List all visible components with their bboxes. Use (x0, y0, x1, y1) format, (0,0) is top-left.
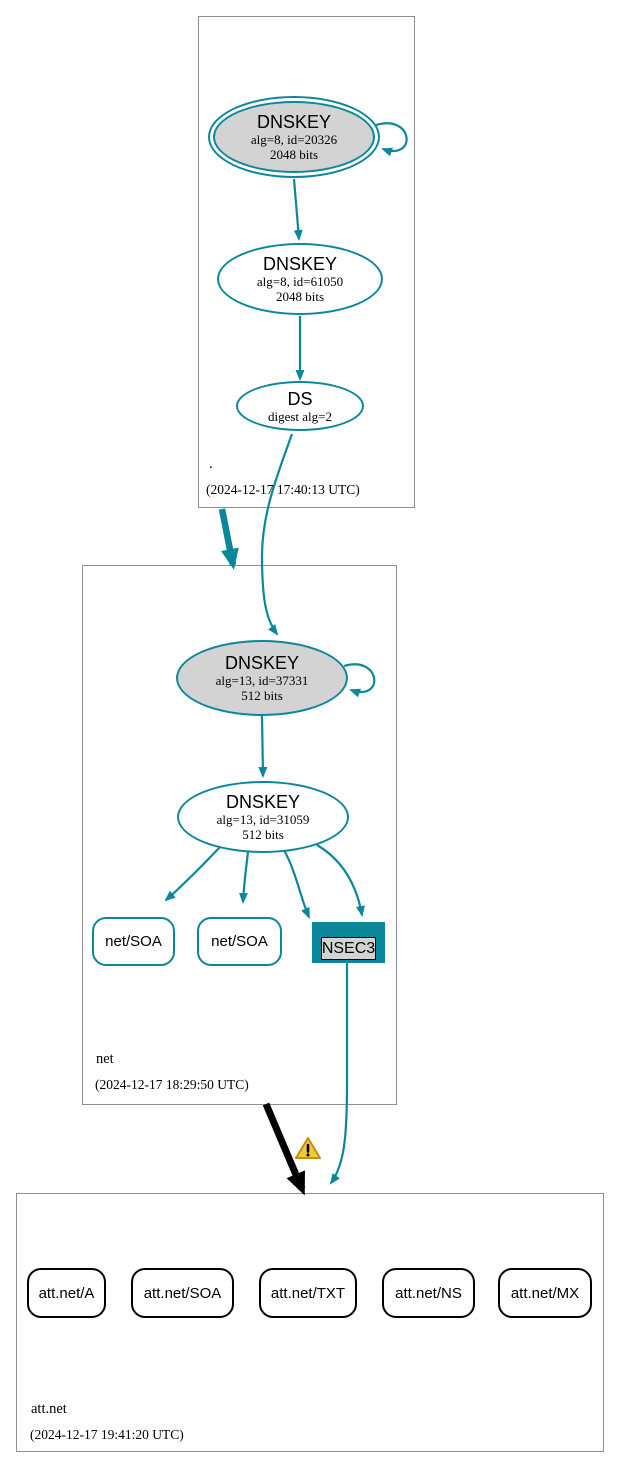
attnet-a-label: att.net/A (38, 1284, 95, 1302)
attnet-ns-node[interactable]: att.net/NS (382, 1268, 475, 1318)
attnet-mx-label: att.net/MX (510, 1284, 580, 1302)
dnskey-20326-size: 2048 bits (269, 147, 319, 162)
nsec3-node[interactable]: NSEC3 (312, 922, 385, 963)
dnskey-61050-size: 2048 bits (275, 289, 325, 304)
attnet-soa-label: att.net/SOA (143, 1284, 222, 1302)
root-zone-label: . (209, 456, 213, 472)
nsec3-label: NSEC3 (321, 939, 376, 957)
nsec3-label-cell: NSEC3 (320, 937, 377, 960)
dnskey-37331-size: 512 bits (241, 688, 283, 703)
net-soa-node-left[interactable]: net/SOA (92, 917, 175, 966)
net-zone-label: net (96, 1051, 114, 1067)
dnskey-37331-node[interactable]: DNSKEY alg=13, id=37331 512 bits (176, 640, 348, 716)
dnskey-37331-detail: alg=13, id=37331 (215, 673, 309, 688)
net-soa-node-right[interactable]: net/SOA (197, 917, 282, 966)
attnet-zone-timestamp: (2024-12-17 19:41:20 UTC) (30, 1427, 184, 1442)
attnet-txt-label: att.net/TXT (270, 1284, 346, 1302)
dnskey-31059-type: DNSKEY (225, 792, 301, 812)
dnskey-20326-detail: alg=8, id=20326 (250, 132, 338, 147)
dnskey-37331-type: DNSKEY (224, 653, 300, 673)
net-soa-right-label: net/SOA (211, 933, 268, 950)
ds-detail: digest alg=2 (267, 408, 333, 424)
dnskey-31059-size: 512 bits (242, 827, 284, 842)
root-zone-timestamp: (2024-12-17 17:40:13 UTC) (206, 482, 360, 497)
dnskey-61050-detail: alg=8, id=61050 (256, 274, 344, 289)
dnskey-61050-node[interactable]: DNSKEY alg=8, id=61050 2048 bits (217, 243, 383, 315)
dnskey-31059-detail: alg=13, id=31059 (216, 812, 310, 827)
warning-icon (295, 1137, 321, 1159)
attnet-zone-label: att.net (31, 1401, 67, 1417)
attnet-mx-node[interactable]: att.net/MX (498, 1268, 592, 1318)
attnet-ns-label: att.net/NS (395, 1284, 462, 1302)
attnet-soa-node[interactable]: att.net/SOA (131, 1268, 234, 1318)
edge-delegation-root-net (218, 508, 239, 570)
dnskey-31059-node[interactable]: DNSKEY alg=13, id=31059 512 bits (177, 781, 349, 853)
nsec3-rrsig-cells (347, 925, 350, 934)
ds-type: DS (287, 388, 313, 409)
dnskey-20326-node[interactable]: DNSKEY alg=8, id=20326 2048 bits (208, 96, 380, 178)
ds-node[interactable]: DS digest alg=2 (236, 381, 364, 431)
dnskey-20326-inner: DNSKEY alg=8, id=20326 2048 bits (213, 101, 375, 173)
net-soa-left-label: net/SOA (105, 933, 162, 950)
dnskey-61050-type: DNSKEY (262, 254, 338, 274)
attnet-a-node[interactable]: att.net/A (27, 1268, 106, 1318)
attnet-zone-box (16, 1193, 604, 1452)
net-zone-timestamp: (2024-12-17 18:29:50 UTC) (95, 1077, 249, 1092)
attnet-txt-node[interactable]: att.net/TXT (259, 1268, 357, 1318)
dnskey-20326-type: DNSKEY (256, 112, 332, 132)
